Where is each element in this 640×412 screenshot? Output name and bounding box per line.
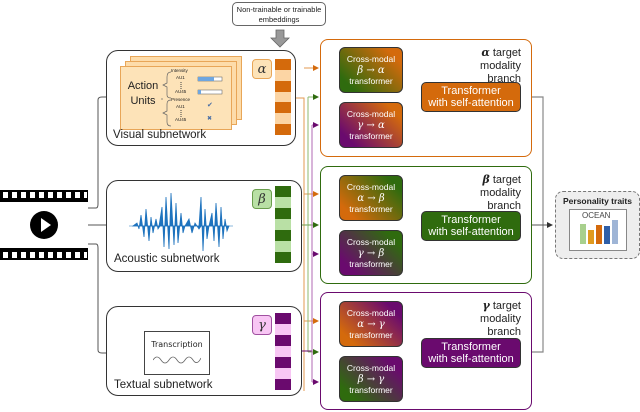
video-input — [0, 190, 88, 260]
transcription-label: Transcription — [151, 340, 203, 349]
au1-presence-label: AU1 — [176, 104, 185, 109]
transcription-box: Transcription — [144, 331, 210, 375]
film-perforations-bottom — [3, 252, 87, 258]
action-units-title-1: Action — [127, 80, 159, 92]
ocean-bar-n — [612, 220, 618, 244]
video-play-icon — [30, 211, 58, 239]
handwriting-squiggle-icon — [153, 356, 201, 364]
ocean-chart-label: OCEAN — [582, 211, 611, 220]
gamma-modality-badge: γ — [252, 315, 272, 335]
action-units-details — [161, 71, 223, 127]
beta-branch-title: β target modality branch — [480, 173, 521, 212]
ocean-bar-c — [588, 230, 594, 244]
textual-subnetwork-label: Textual subnetwork — [114, 379, 213, 391]
beta-embedding — [275, 186, 291, 263]
waveform-icon — [129, 192, 233, 251]
beta-modality-badge: β — [252, 189, 272, 209]
action-units-card: Action Units Intensity AU1 AU45 Presence… — [120, 66, 232, 130]
wire-video-textual — [88, 243, 137, 356]
au45-intensity-label: AU45 — [175, 89, 187, 94]
check-icon: ✔ — [207, 102, 213, 109]
film-perforations-top — [3, 192, 87, 198]
action-units-title-2: Units — [130, 95, 156, 107]
acoustic-subnetwork: β Acoustic subnetwork — [106, 180, 302, 272]
gamma-branch-title: γ target modality branch — [480, 299, 521, 338]
wire-video-visual — [88, 96, 106, 209]
personality-traits-title: Personality traits — [563, 196, 632, 206]
ocean-bar-e — [596, 225, 602, 244]
intensity-label: Intensity — [171, 68, 188, 73]
gamma-embedding — [275, 313, 291, 390]
ocean-chart-icon: OCEAN — [569, 209, 627, 251]
acoustic-subnetwork-label: Acoustic subnetwork — [114, 253, 220, 265]
personality-traits-output: Personality traits OCEAN — [555, 191, 640, 259]
alpha-embedding — [275, 59, 291, 136]
ocean-bar-o — [580, 224, 586, 244]
ocean-bar-a — [604, 226, 610, 244]
alpha-modality-badge: α — [252, 59, 272, 79]
visual-subnetwork: Action Units Intensity AU1 AU45 Presence… — [106, 50, 296, 146]
visual-subnetwork-label: Visual subnetwork — [113, 129, 207, 141]
cross-icon: ✖ — [207, 116, 213, 122]
alpha-branch-title: α target modality branch — [480, 46, 521, 85]
au45-presence-label: AU45 — [175, 117, 187, 122]
au1-intensity-label: AU1 — [176, 75, 185, 80]
embedding-arrow — [270, 29, 290, 48]
presence-label: Presence — [171, 97, 191, 102]
textual-subnetwork: Transcription γ Textual subnetwork — [106, 306, 302, 396]
embeddings-note: Non-trainable or trainable embeddings — [232, 2, 326, 26]
